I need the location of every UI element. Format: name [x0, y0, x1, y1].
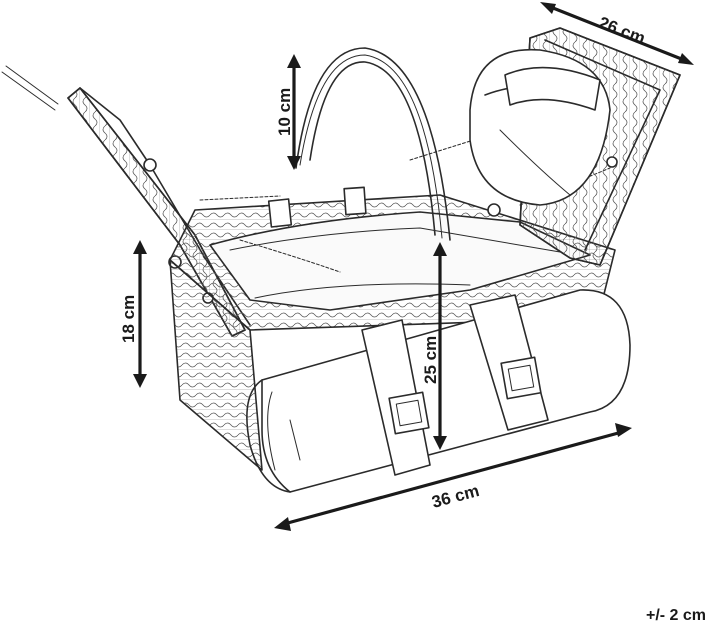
right-lid — [469, 27, 681, 266]
dim-arrow-handle-height — [287, 54, 301, 170]
label-lid-depth: 26 cm — [596, 13, 648, 48]
basket-body — [169, 194, 616, 471]
label-width: 36 cm — [430, 481, 481, 512]
blanket-strap-right — [469, 294, 549, 431]
label-basket-height: 18 cm — [119, 295, 138, 343]
tolerance-note: +/- 2 cm — [645, 607, 706, 624]
blanket-strap-left — [361, 319, 431, 476]
label-total-height: 25 cm — [421, 336, 440, 384]
dim-arrow-total-height — [433, 242, 447, 450]
dim-arrow-lid-depth — [540, 2, 694, 65]
dim-arrow-basket-height — [133, 240, 147, 388]
label-handle-height: 10 cm — [275, 88, 294, 136]
dim-arrow-width — [274, 423, 632, 531]
rolled-blanket — [246, 289, 631, 493]
